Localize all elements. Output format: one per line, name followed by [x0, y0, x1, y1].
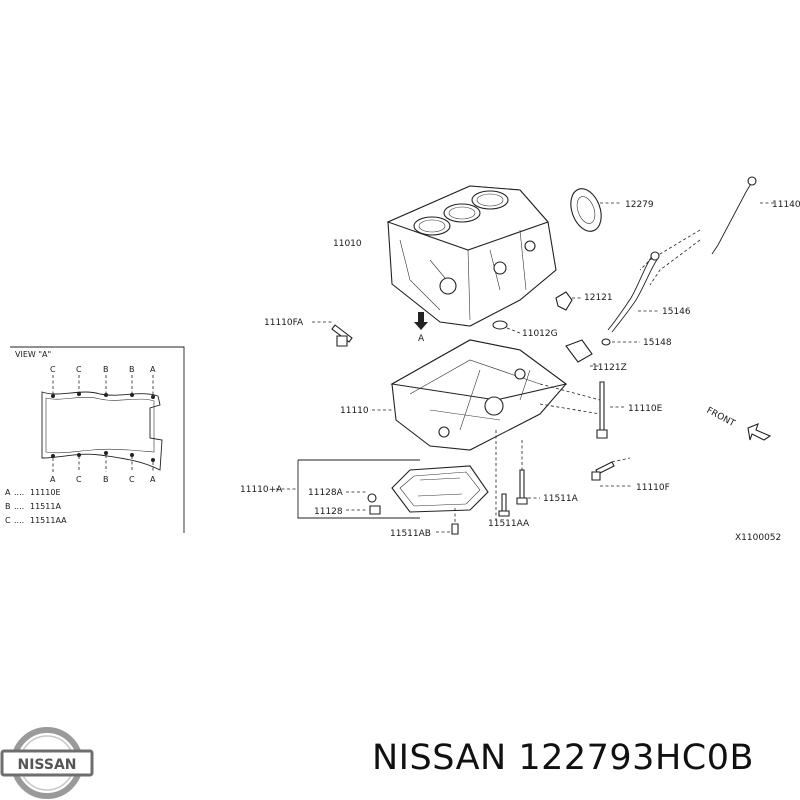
inset-bolts — [51, 392, 155, 462]
sensor-12121 — [555, 291, 582, 311]
label-11110f: 11110F — [636, 483, 670, 493]
inset-flange-outline — [41, 391, 163, 471]
label-11110: 11110 — [340, 406, 369, 416]
part-11121z — [565, 339, 600, 367]
logo-text: NISSAN — [17, 757, 76, 773]
label-11511aa: 11511AA — [488, 519, 530, 529]
inset-frame — [10, 346, 185, 533]
view-a-inset: VIEW "A" C C B B A A C B C A A — [5, 346, 185, 533]
legend-sep-b: .... — [14, 502, 24, 511]
label-12279: 12279 — [625, 200, 654, 210]
inset-bottom-marker-2: C — [76, 475, 82, 484]
label-view-a: A — [418, 334, 425, 344]
legend-part-c: 11511AA — [30, 516, 67, 525]
label-11110e: 11110E — [628, 404, 663, 414]
label-11511a: 11511A — [543, 494, 579, 504]
label-15146: 15146 — [662, 307, 691, 317]
inset-title: VIEW "A" — [15, 350, 51, 359]
drain-plug — [346, 491, 381, 515]
inset-legend: A .... 11110E B .... 11511A C .... 11511… — [5, 488, 67, 525]
legend-key-b: B — [5, 502, 11, 511]
bolt-11110f — [591, 457, 632, 487]
inset-top-marker-1: C — [50, 365, 56, 374]
label-11511ab: 11511AB — [390, 529, 431, 539]
view-a-arrow — [414, 312, 428, 330]
inset-top-marker-3: B — [103, 365, 109, 374]
label-11140: 11140 — [772, 200, 800, 210]
oil-seal — [570, 188, 622, 232]
inset-top-marker-2: C — [76, 365, 82, 374]
front-label: FRONT — [705, 406, 737, 429]
label-11010: 11010 — [333, 239, 362, 249]
label-11128: 11128 — [314, 507, 343, 517]
inset-bottom-marker-1: A — [50, 475, 56, 484]
inset-bottom-marker-3: B — [103, 475, 109, 484]
inset-top-marker-4: B — [129, 365, 135, 374]
label-11110-a: 11110+A — [240, 485, 283, 495]
legend-sep-c: .... — [14, 516, 24, 525]
legend-sep-a: .... — [14, 488, 24, 497]
cylinder-block — [386, 185, 557, 327]
dipstick-guide — [607, 251, 660, 333]
inset-bottom-marker-5: A — [150, 475, 156, 484]
dipstick — [639, 176, 775, 286]
oil-pan — [276, 459, 489, 519]
label-11012g: 11012G — [522, 329, 558, 339]
drawing-code: X1100052 — [735, 533, 781, 543]
label-11128a: 11128A — [308, 488, 344, 498]
bolts-11511 — [436, 430, 540, 535]
plug-11012g — [492, 320, 521, 334]
inset-top-marker-5: A — [150, 365, 156, 374]
label-15148: 15148 — [643, 338, 672, 348]
lower-crankcase — [372, 339, 601, 451]
nissan-logo: NISSAN — [0, 727, 94, 799]
front-arrow: FRONT — [705, 406, 772, 441]
legend-part-a: 11110E — [30, 488, 61, 497]
o-ring — [601, 338, 640, 346]
inset-flange-inner — [45, 396, 155, 454]
inset-bottom-leaders — [52, 455, 154, 472]
inset-top-leaders — [52, 375, 154, 395]
inset-bottom-marker-4: C — [129, 475, 135, 484]
part-labels: 12279 11140 11010 12121 15146 11110FA A … — [240, 200, 800, 539]
part-number-caption: NISSAN 122793HC0B — [372, 738, 754, 778]
legend-key-c: C — [5, 516, 11, 525]
label-11110fa: 11110FA — [264, 318, 304, 328]
legend-part-b: 11511A — [30, 502, 61, 511]
label-12121: 12121 — [584, 293, 613, 303]
label-11121z: 11121Z — [592, 363, 627, 373]
bolt-11110fa — [312, 321, 353, 347]
bolt-11110e — [596, 381, 626, 439]
legend-key-a: A — [5, 488, 11, 497]
